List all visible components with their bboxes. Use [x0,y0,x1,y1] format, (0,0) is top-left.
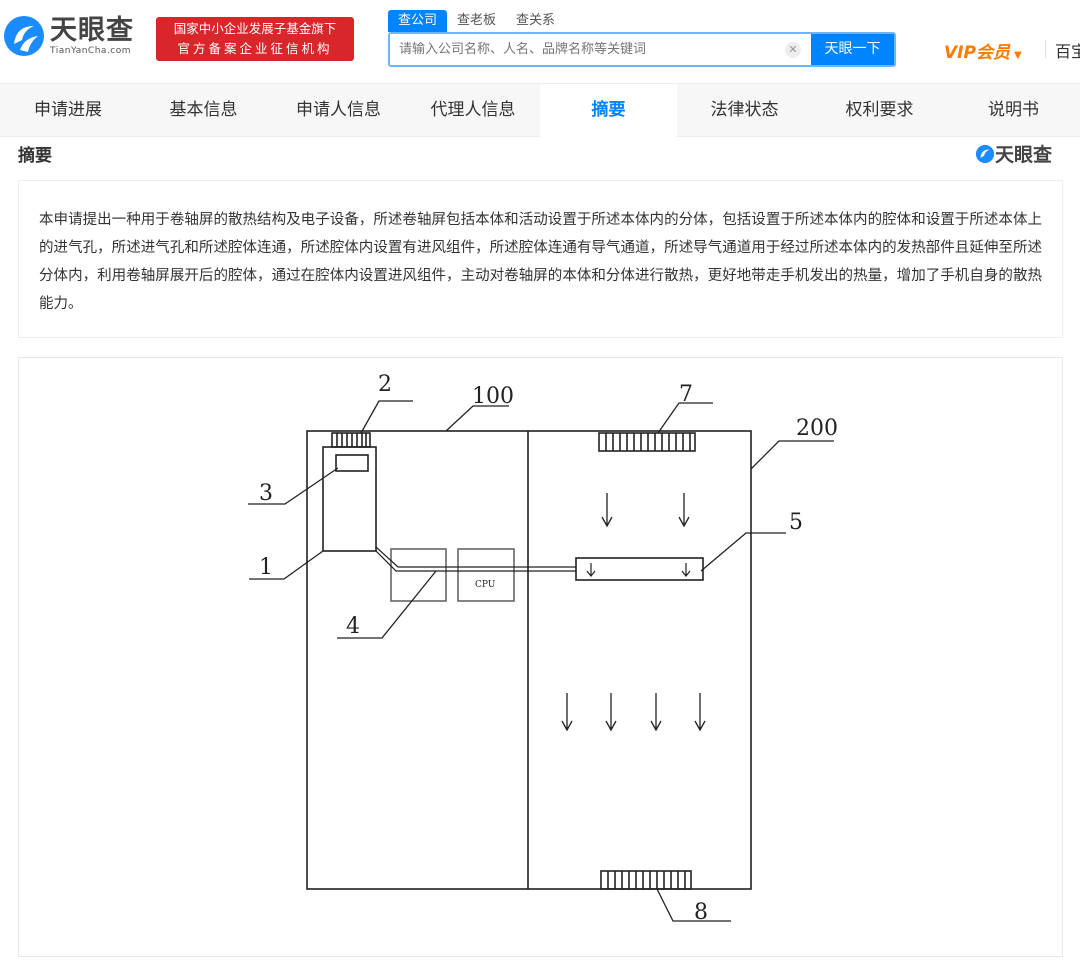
label-7: 7 [679,382,693,407]
tab-claims[interactable]: 权利要求 [845,100,914,120]
search-tab-company[interactable]: 查公司 [388,10,448,32]
watermark-logo: 天眼查 [975,140,1052,167]
air-duct [375,546,576,572]
search-tabs: 查公司 查老板 查关系 [388,10,565,32]
label-3: 3 [259,481,273,506]
vent-2 [331,432,371,448]
vip-label: VIP会员 [944,43,1010,63]
outlet-arrows [586,563,691,577]
tab-applicant[interactable]: 申请人信息 [296,100,381,120]
search-tab-boss[interactable]: 查老板 [457,13,497,28]
label-2: 2 [378,372,392,397]
divider [1045,40,1046,58]
logo[interactable]: 天眼查 TianYanCha.com [2,14,134,58]
cpu-box [457,548,515,602]
tab-basic-info[interactable]: 基本信息 [169,100,238,120]
tab-progress[interactable]: 申请进展 [34,100,102,120]
badge-line-1: 国家中小企业发展子基金旗下 [173,21,337,36]
search-tab-relation[interactable]: 查关系 [516,13,556,28]
vent-8 [600,870,692,890]
label-8: 8 [694,900,708,925]
label-4: 4 [346,614,360,639]
label-200: 200 [796,416,838,441]
official-badge: 国家中小企业发展子基金旗下 官方备案企业征信机构 [156,17,354,61]
patent-drawing: 2 100 7 200 3 1 4 5 8 CPU [18,357,1063,957]
more-link[interactable]: 百宝 [1055,42,1080,61]
search-button[interactable]: 天眼一下 [811,34,894,65]
airflow-arrows [561,493,706,732]
device-body [306,430,752,890]
leader-lines [248,400,834,922]
tab-legal-status[interactable]: 法律状态 [710,100,779,120]
logo-text: 天眼查 [50,15,134,46]
label-100: 100 [472,384,514,409]
abstract-text: 本申请提出一种用于卷轴屏的散热结构及电子设备，所述卷轴屏包括本体和活动设置于所述… [18,180,1063,338]
section-title: 摘要 [18,146,52,166]
label-cpu: CPU [475,580,496,590]
fan-component [335,454,369,472]
search-input[interactable] [390,34,785,65]
tab-nav: 申请进展 基本信息 申请人信息 代理人信息 摘要 法律状态 权利要求 说明书 [0,83,1080,137]
site-header: 天眼查 TianYanCha.com 国家中小企业发展子基金旗下 官方备案企业征… [0,0,1080,83]
drawing-svg: 2 100 7 200 3 1 4 5 8 CPU [248,372,838,925]
tab-agent[interactable]: 代理人信息 [430,100,516,120]
label-1: 1 [259,555,273,580]
tab-abstract[interactable]: 摘要 [540,84,677,137]
logo-domain: TianYanCha.com [50,46,132,56]
air-outlet-5 [575,557,704,581]
badge-line-2: 官方备案企业征信机构 [177,41,333,56]
watermark-text: 天眼查 [995,144,1053,166]
clear-icon[interactable]: ✕ [785,42,801,58]
caret-down-icon: ▼ [1013,50,1022,61]
label-5: 5 [789,510,803,535]
logo-eye-icon [4,16,44,56]
search-bar: ✕ 天眼一下 [388,32,896,67]
logo-eye-icon [975,144,995,163]
vent-7 [598,432,696,452]
tab-description[interactable]: 说明书 [988,100,1039,120]
component-box [390,548,447,602]
vip-menu[interactable]: VIP会员▼ [944,38,1022,63]
